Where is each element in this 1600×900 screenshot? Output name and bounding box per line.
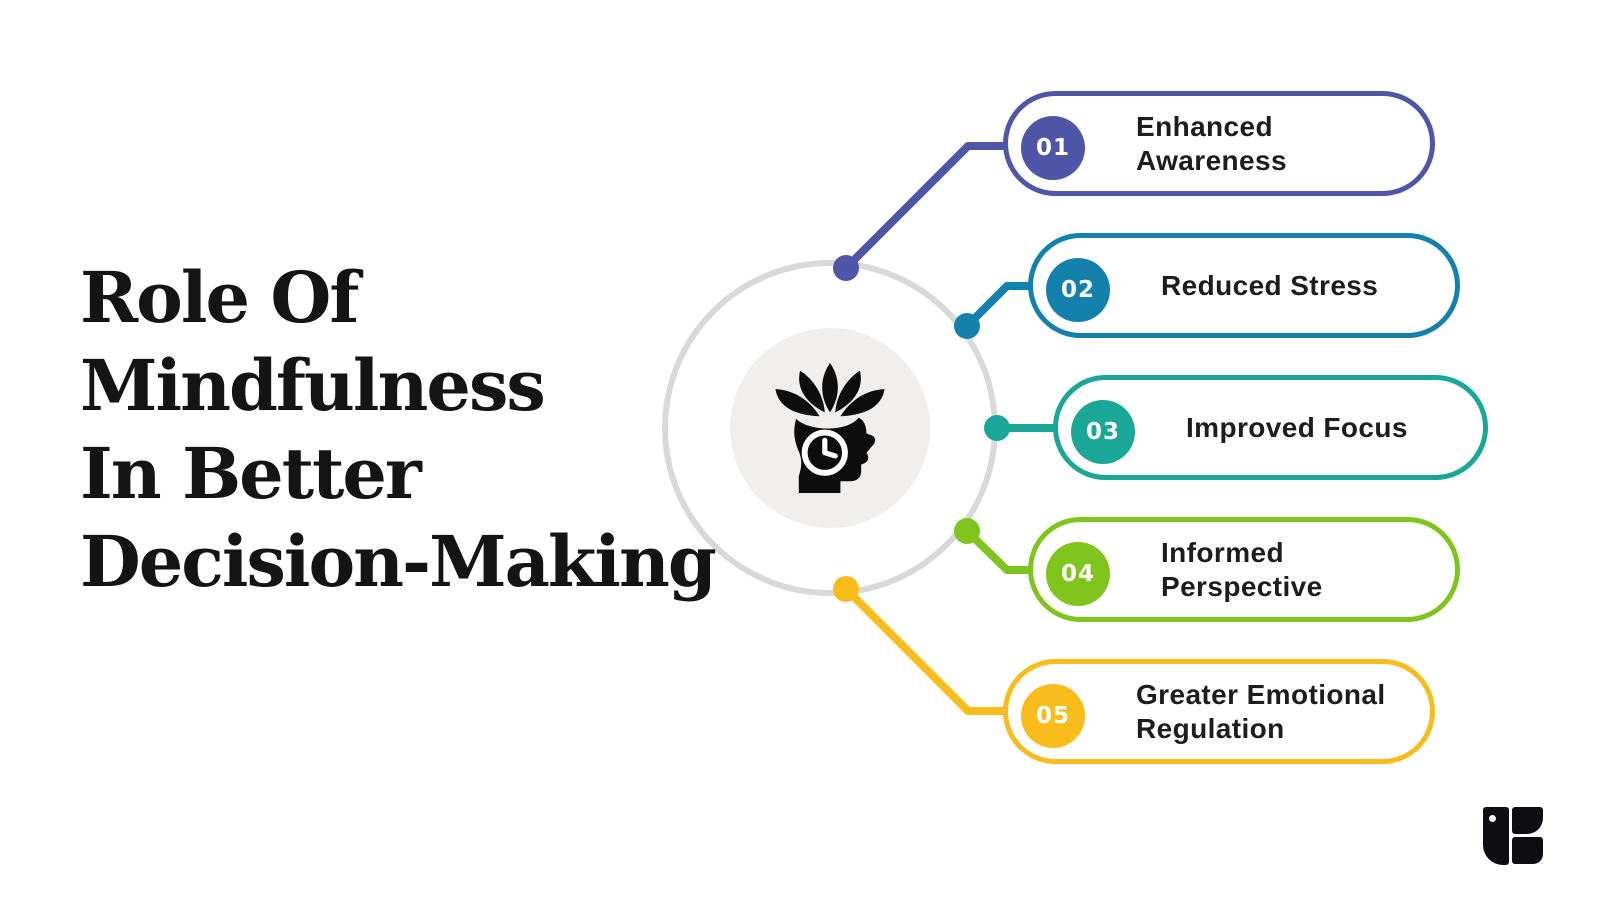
logo-eye-dot — [1489, 815, 1496, 822]
benefit-pill-3: 03 Improved Focus — [1053, 375, 1488, 480]
dot-5 — [833, 576, 859, 602]
benefit-label-line: Perspective — [1161, 570, 1323, 602]
benefit-label-line: Reduced Stress — [1161, 269, 1379, 301]
benefit-pill-4: 04 Informed Perspective — [1028, 517, 1460, 622]
step-number-badge: 04 — [1046, 542, 1110, 606]
benefit-label: Reduced Stress — [1161, 269, 1378, 303]
benefit-pill-5: 05 Greater Emotional Regulation — [1003, 659, 1435, 764]
brand-logo-mark-icon — [1483, 807, 1543, 865]
benefit-label: Informed Perspective — [1161, 536, 1323, 604]
benefit-label-line: Regulation — [1136, 712, 1285, 744]
connector-2 — [964, 282, 1032, 329]
title-line-3: In Better — [80, 432, 422, 515]
logo-bottom-right-shape — [1512, 837, 1543, 864]
benefit-label-line: Greater Emotional — [1136, 678, 1386, 710]
dot-2 — [954, 313, 980, 339]
dot-4 — [954, 518, 980, 544]
step-number-badge: 01 — [1021, 116, 1085, 180]
benefit-pill-2: 02 Reduced Stress — [1028, 233, 1460, 338]
center-disc — [730, 328, 930, 528]
logo-left-shape — [1483, 807, 1509, 865]
logo-top-right-shape — [1512, 807, 1543, 834]
connector-4 — [964, 528, 1032, 574]
connector-1 — [843, 142, 1007, 271]
title-line-4: Decision-Making — [80, 520, 717, 603]
benefit-pill-1: 01 Enhanced Awareness — [1003, 91, 1435, 196]
dot-3 — [984, 415, 1010, 441]
page-title: Role Of Mindfulness In Better Decision-M… — [80, 254, 717, 606]
connector-5 — [843, 586, 1007, 715]
benefit-label: Enhanced Awareness — [1136, 110, 1430, 178]
mindfulness-head-lotus-clock-icon — [775, 363, 885, 493]
benefit-label-line: Informed — [1161, 536, 1284, 568]
title-line-1: Role Of — [80, 256, 359, 339]
benefit-label-line: Enhanced Awareness — [1136, 110, 1287, 176]
connector-dots — [833, 255, 1010, 602]
step-number-badge: 02 — [1046, 258, 1110, 322]
title-line-2: Mindfulness — [80, 344, 546, 427]
step-number-badge: 05 — [1021, 684, 1085, 748]
benefit-label: Greater Emotional Regulation — [1136, 678, 1386, 746]
dot-1 — [833, 255, 859, 281]
step-number-badge: 03 — [1071, 400, 1135, 464]
benefit-label-line: Improved Focus — [1186, 411, 1408, 443]
benefit-label: Improved Focus — [1186, 411, 1408, 445]
